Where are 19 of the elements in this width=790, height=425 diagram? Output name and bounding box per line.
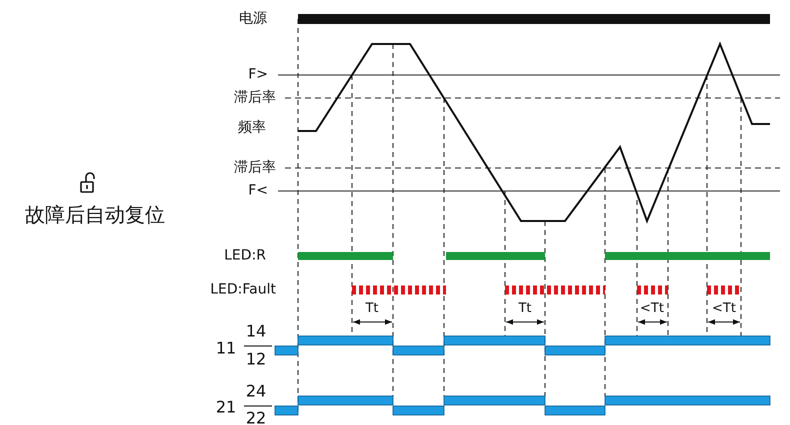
threshold-label: F>	[248, 66, 268, 84]
signal-label: 频率	[238, 120, 266, 136]
terminal-number: 12	[246, 350, 266, 368]
terminal-number: 24	[246, 382, 266, 400]
signal-label: LED:R	[224, 248, 266, 264]
time-label: Tt	[365, 301, 379, 317]
time-label: <Tt	[712, 301, 736, 317]
mode-title: 故障后自动复位	[25, 204, 165, 226]
hysteresis-label: 滞后率	[234, 90, 276, 106]
signal-label: 电源	[239, 10, 267, 28]
hysteresis-label: 滞后率	[234, 160, 276, 176]
terminal-number: 22	[246, 408, 266, 425]
terminal-number: 21	[216, 398, 236, 416]
threshold-label: F<	[248, 182, 268, 200]
terminal-number: 11	[216, 338, 236, 358]
time-label: <Tt	[640, 301, 664, 317]
time-label: Tt	[518, 301, 532, 317]
signal-label: LED:Fault	[210, 282, 276, 298]
terminal-number: 14	[246, 322, 266, 340]
